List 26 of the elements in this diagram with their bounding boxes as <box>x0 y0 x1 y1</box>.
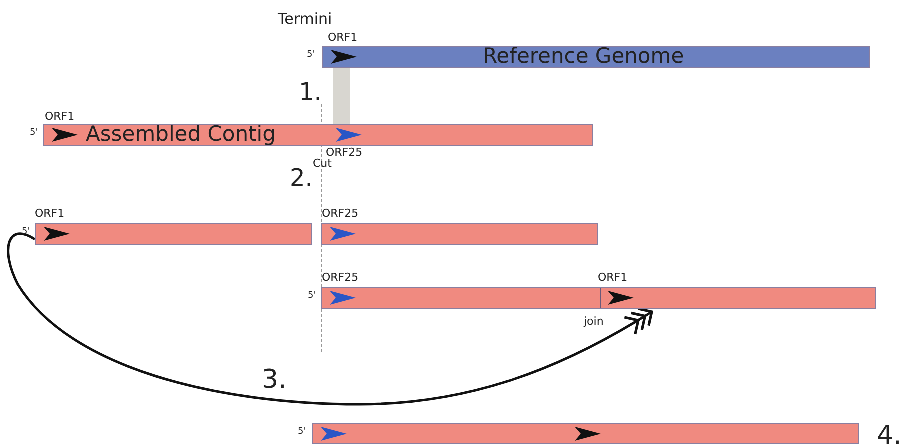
step-number: 1. <box>299 80 322 104</box>
contig-bar <box>35 223 312 245</box>
genome-bar <box>322 46 870 68</box>
orf-label: ORF1 <box>328 32 358 43</box>
bar-title: Reference Genome <box>483 44 684 68</box>
orf-label: ORF1 <box>45 111 75 122</box>
step-number: 3. <box>262 367 287 393</box>
step-number: 2. <box>290 166 313 190</box>
strand-end-label: 5' <box>298 428 306 437</box>
orf-label: ORF1 <box>598 272 628 283</box>
contig-bar <box>312 423 859 444</box>
orf-label: ORF1 <box>35 208 65 219</box>
cut-label: Cut <box>313 158 332 169</box>
genome-bar <box>43 124 593 146</box>
step-number: 4. <box>877 423 899 445</box>
strand-end-label: 5' <box>307 51 316 60</box>
orf-label: ORF25 <box>322 272 359 283</box>
orf-label: ORF25 <box>322 208 359 219</box>
orf-label: ORF25 <box>326 147 363 158</box>
terminus-heading: Termini <box>278 12 332 27</box>
contig-bar <box>321 287 876 309</box>
strand-end-label: 5' <box>308 292 316 301</box>
edge-label: join <box>584 316 604 327</box>
bar-title: Assembled Contig <box>86 122 276 146</box>
strand-end-label: 5' <box>30 129 38 138</box>
contig-bar <box>321 223 598 245</box>
